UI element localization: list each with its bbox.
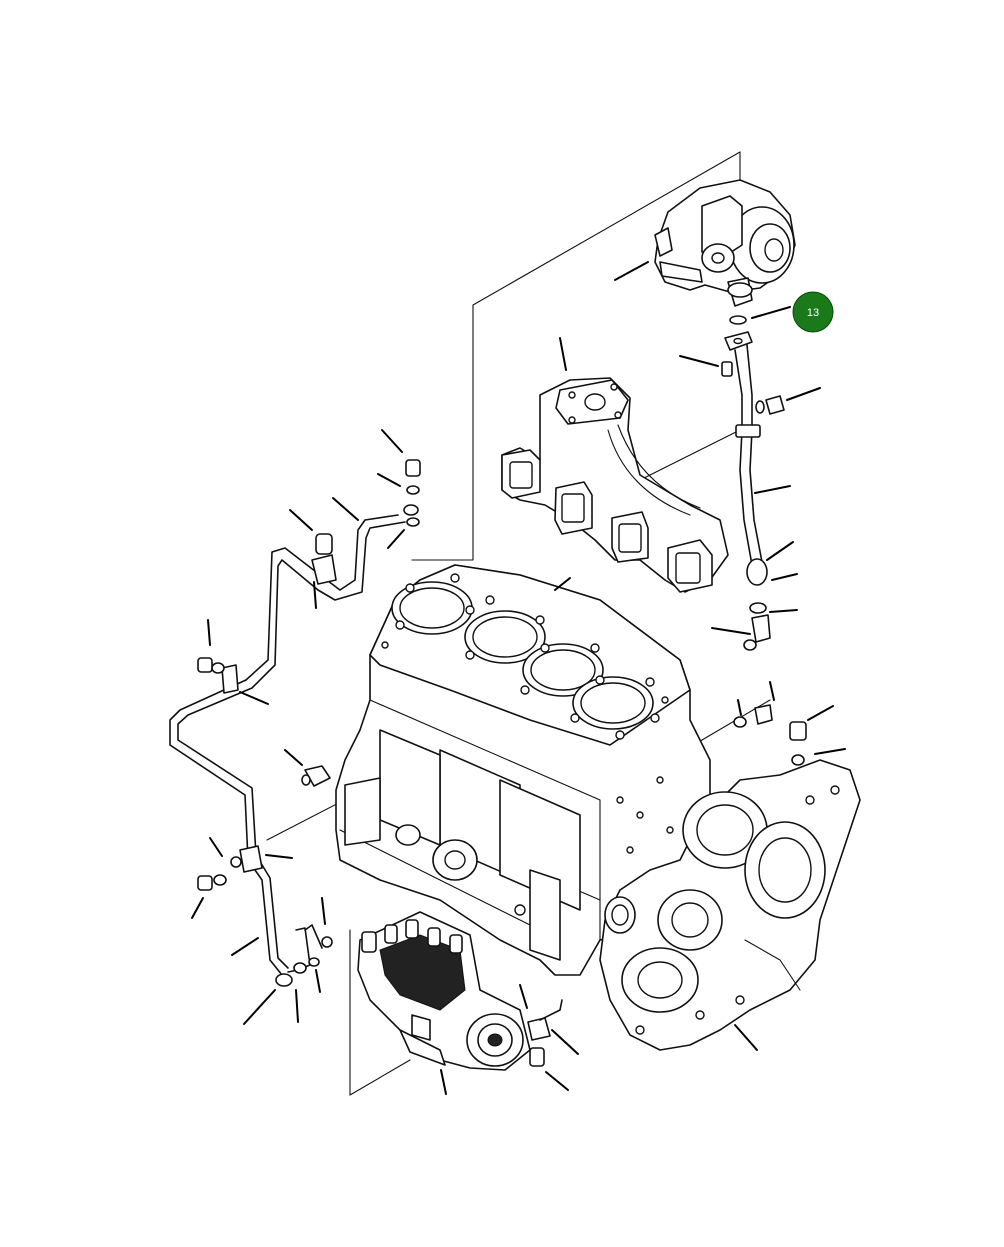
- gear-case[interactable]: [599, 759, 861, 1051]
- block-bolts-right: [733, 704, 807, 766]
- head-bolt-holes: [381, 573, 669, 740]
- turbocharger[interactable]: [654, 179, 796, 307]
- exhaust-manifold[interactable]: [501, 377, 729, 593]
- pipe-bolts: [721, 361, 785, 415]
- callout-badge-13[interactable]: 13: [792, 291, 834, 333]
- oil-return-pipe[interactable]: [724, 315, 771, 651]
- callout-circle: [792, 291, 834, 333]
- injection-pump[interactable]: [357, 911, 531, 1071]
- leader-lines: [191, 261, 846, 1095]
- callout-label: 13: [807, 307, 819, 319]
- pipe-fittings: [197, 459, 421, 987]
- cylinder-block[interactable]: [335, 564, 711, 976]
- pump-fittings: [527, 999, 563, 1067]
